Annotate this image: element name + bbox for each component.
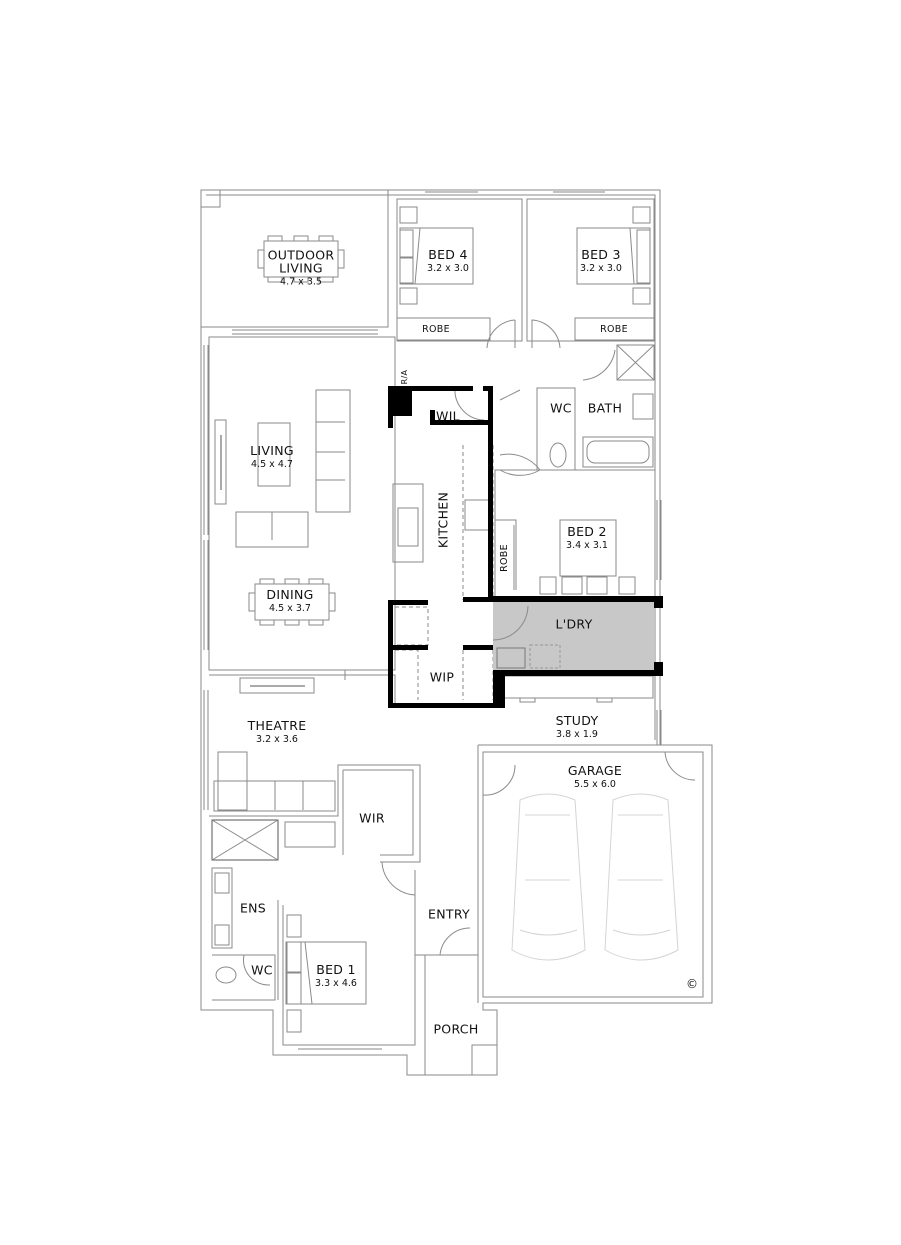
- room-label-porch: PORCH: [433, 1021, 479, 1037]
- room-label-study: STUDY 3.8 x 1.9: [555, 712, 599, 741]
- room-label-outdoor-living: OUTDOOR LIVING 4.7 x 3.5: [267, 247, 335, 288]
- toilet-ens: [215, 966, 237, 984]
- room-label-ens: ENS: [239, 900, 267, 916]
- car-right: [604, 793, 679, 961]
- room-label-robe-bed2: ROBE: [499, 544, 511, 572]
- cooktop: [464, 499, 490, 531]
- bed-4-room: [396, 198, 523, 342]
- shower-main: [616, 344, 655, 381]
- sofa-right: [315, 389, 351, 513]
- bed-1-bed: [285, 941, 367, 1005]
- bath-tub: [582, 436, 654, 468]
- theatre-tv-unit: [239, 677, 315, 694]
- room-label-laundry: L'DRY: [555, 616, 593, 632]
- room-label-robe-bed3: ROBE: [600, 324, 628, 336]
- room-label-dining: DINING 4.5 x 3.7: [266, 586, 314, 615]
- room-label-wil: WIL: [436, 408, 460, 424]
- room-label-garage: GARAGE 5.5 x 6.0: [567, 762, 623, 791]
- study-desk: [502, 675, 654, 699]
- room-label-bed-1: BED 1 3.3 x 4.6: [315, 961, 357, 990]
- room-label-bath: BATH: [587, 400, 623, 416]
- room-label-theatre: THEATRE 3.2 x 3.6: [247, 717, 307, 746]
- shower-ens: [211, 819, 279, 861]
- room-label-bed-3: BED 3 3.2 x 3.0: [580, 246, 622, 275]
- tv-unit: [214, 419, 227, 505]
- kitchen-island: [392, 483, 424, 563]
- bed-3-room: [526, 198, 655, 342]
- room-label-entry: ENTRY: [428, 906, 470, 922]
- room-label-wir: WIR: [359, 810, 385, 826]
- copyright-mark: ©: [686, 977, 698, 991]
- room-label-wip: WIP: [429, 669, 455, 685]
- room-label-wc-ens: WC: [251, 962, 273, 978]
- room-label-living: LIVING 4.5 x 4.7: [250, 442, 294, 471]
- coffee-table: [257, 422, 291, 487]
- garage-room: [482, 751, 704, 998]
- room-label-bed-4: BED 4 3.2 x 3.0: [427, 246, 469, 275]
- toilet-main: [549, 442, 567, 468]
- room-label-kitchen: KITCHEN: [435, 491, 451, 549]
- outdoor-living-area: [200, 189, 389, 328]
- room-label-ra: R/A: [399, 369, 409, 385]
- room-label-robe-bed4: ROBE: [422, 324, 450, 336]
- laundry-fill: [493, 602, 654, 670]
- room-label-wc-main: WC: [550, 400, 572, 416]
- room-label-bed-2: BED 2 3.4 x 3.1: [566, 523, 608, 552]
- car-left: [511, 793, 586, 961]
